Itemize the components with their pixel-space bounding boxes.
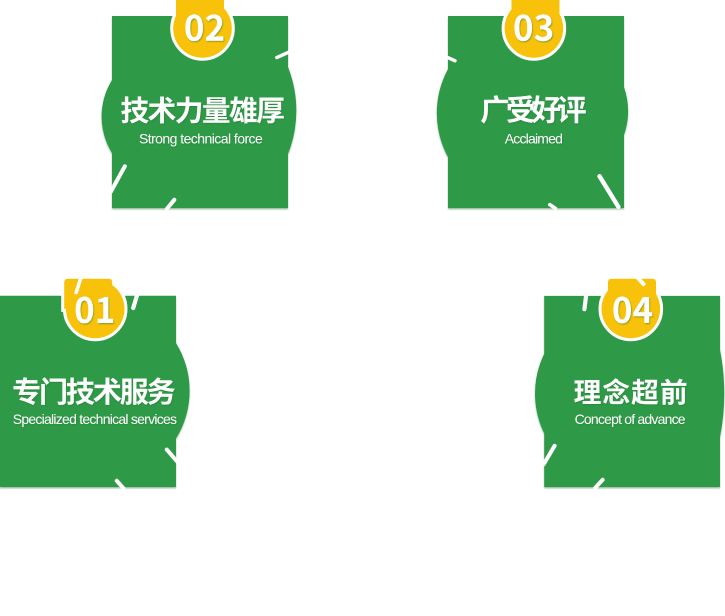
svg-text:Concept of advance: Concept of advance (575, 411, 686, 427)
svg-text:Strong technical force: Strong technical force (139, 131, 263, 147)
svg-text:Specialized technical services: Specialized technical services (13, 411, 177, 427)
svg-text:Acclaimed: Acclaimed (505, 131, 562, 147)
